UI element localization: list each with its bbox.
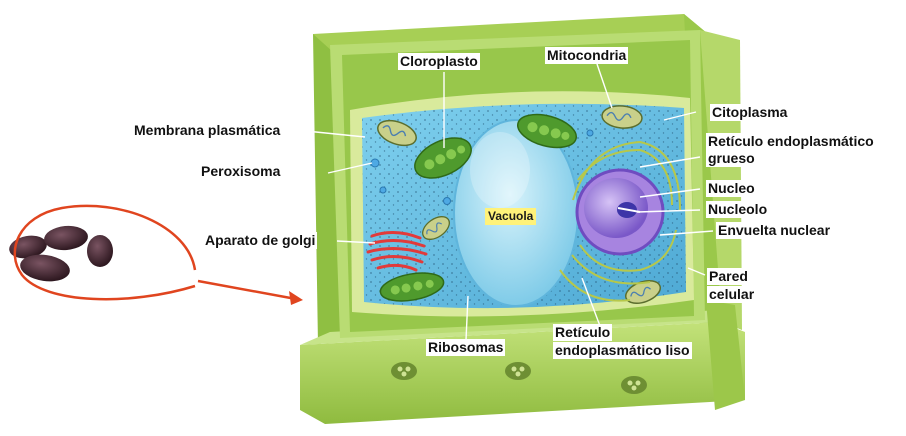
label-ribosomas: Ribosomas bbox=[426, 339, 505, 356]
highlight-arrow bbox=[198, 281, 296, 299]
label-nucleolo: Nucleolo bbox=[706, 201, 769, 218]
label-aparato-de-golgi: Aparato de golgi bbox=[203, 232, 317, 249]
label-reticulo-grueso-line2: grueso bbox=[706, 150, 757, 167]
label-citoplasma: Citoplasma bbox=[710, 104, 789, 121]
label-reticulo-liso-line2: endoplasmático liso bbox=[553, 342, 692, 359]
highlight-callout bbox=[15, 206, 303, 305]
arrow-head bbox=[289, 291, 303, 305]
seed bbox=[43, 224, 89, 252]
label-cloroplasto: Cloroplasto bbox=[398, 53, 480, 70]
label-reticulo-grueso-line1: Retículo endoplasmático bbox=[706, 133, 876, 150]
seed bbox=[87, 235, 113, 267]
label-membrana-plasmatica: Membrana plasmática bbox=[132, 122, 282, 139]
label-reticulo-liso-line1: Retículo bbox=[553, 324, 612, 341]
label-pared-line2: celular bbox=[707, 286, 756, 303]
label-envuelta-nuclear: Envuelta nuclear bbox=[716, 222, 832, 239]
label-nucleo: Nucleo bbox=[706, 180, 757, 197]
label-pared-line1: Pared bbox=[707, 268, 750, 285]
label-vacuola: Vacuola bbox=[485, 208, 536, 225]
label-mitocondria: Mitocondria bbox=[545, 47, 628, 64]
label-peroxisoma: Peroxisoma bbox=[199, 163, 282, 180]
